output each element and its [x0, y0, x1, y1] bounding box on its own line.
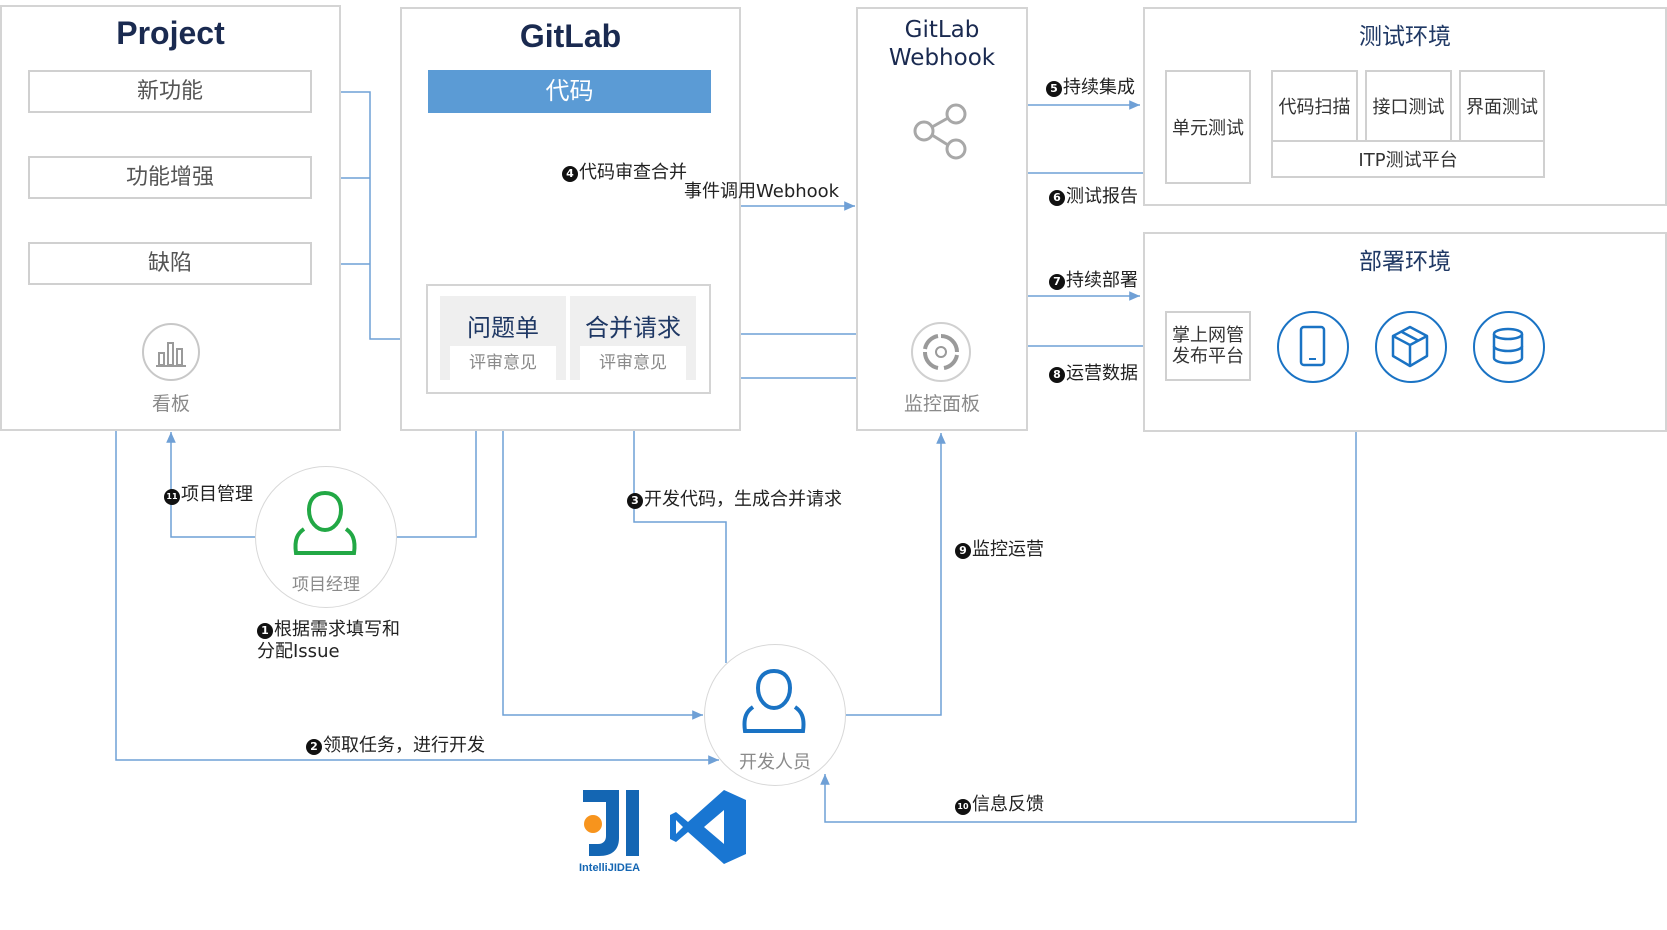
- intellij-idea-logo: IntelliJIDEA: [579, 786, 655, 878]
- code-repo-bar[interactable]: 代码: [428, 70, 711, 113]
- pm-label: 项目经理: [292, 575, 360, 595]
- board-label: 看板: [151, 393, 190, 415]
- mobile-icon: [1277, 311, 1349, 383]
- line-issue-dev: [502, 374, 703, 720]
- line-feature: [312, 91, 428, 340]
- feature-enhance[interactable]: 功能增强: [28, 156, 312, 199]
- webhook-title-1: GitLab: [904, 17, 980, 43]
- unit-test-box[interactable]: 单元测试: [1165, 70, 1251, 184]
- merge-request-review: 评审意见: [580, 346, 686, 380]
- gitlab-title: GitLab: [519, 18, 622, 54]
- monitor-label: 监控面板: [903, 393, 980, 415]
- package-icon: [1375, 311, 1447, 383]
- monitor-dashboard-icon[interactable]: [911, 322, 971, 382]
- pm-person-icon: [293, 490, 357, 555]
- database-icon: [1473, 311, 1545, 383]
- share-icon: [913, 103, 967, 160]
- release-platform-line2: 发布平台: [1172, 346, 1244, 367]
- itp-platform-box[interactable]: ITP测试平台: [1271, 140, 1545, 178]
- visual-studio-icon: [670, 790, 746, 864]
- ui-test-box[interactable]: 界面测试: [1459, 70, 1545, 142]
- idea-logo-text: IntelliJIDEA: [579, 862, 641, 874]
- deploy-env-title: 部署环境: [1359, 249, 1451, 275]
- board-icon[interactable]: [142, 323, 200, 381]
- project-title: Project: [116, 15, 225, 51]
- issue-review: 评审意见: [450, 346, 556, 380]
- developer-actor[interactable]: [704, 644, 846, 786]
- feature-new[interactable]: 新功能: [28, 70, 312, 113]
- project-manager-actor[interactable]: [255, 466, 397, 608]
- feature-defect[interactable]: 缺陷: [28, 242, 312, 285]
- line-claim: [115, 430, 719, 765]
- event-webhook-label: 事件调用Webhook: [684, 181, 840, 202]
- issue-card[interactable]: 问题单 评审意见: [440, 296, 566, 380]
- test-env-title: 测试环境: [1359, 24, 1451, 50]
- line-feedback: [820, 432, 1357, 823]
- line-dev-mr: [629, 384, 727, 663]
- release-platform-line1: 掌上网管: [1172, 325, 1244, 346]
- merge-request-card[interactable]: 合并请求 评审意见: [570, 296, 696, 380]
- dev-person-icon: [742, 668, 806, 733]
- webhook-title-2: Webhook: [888, 45, 996, 71]
- dev-label: 开发人员: [739, 752, 811, 773]
- line-pm: [166, 432, 256, 538]
- release-platform-box[interactable]: 掌上网管 发布平台: [1165, 311, 1251, 381]
- line-monitor: [846, 433, 946, 716]
- api-test-box[interactable]: 接口测试: [1365, 70, 1452, 142]
- merge-request-title: 合并请求: [585, 314, 681, 342]
- issue-title: 问题单: [467, 314, 539, 342]
- code-scan-box[interactable]: 代码扫描: [1271, 70, 1358, 142]
